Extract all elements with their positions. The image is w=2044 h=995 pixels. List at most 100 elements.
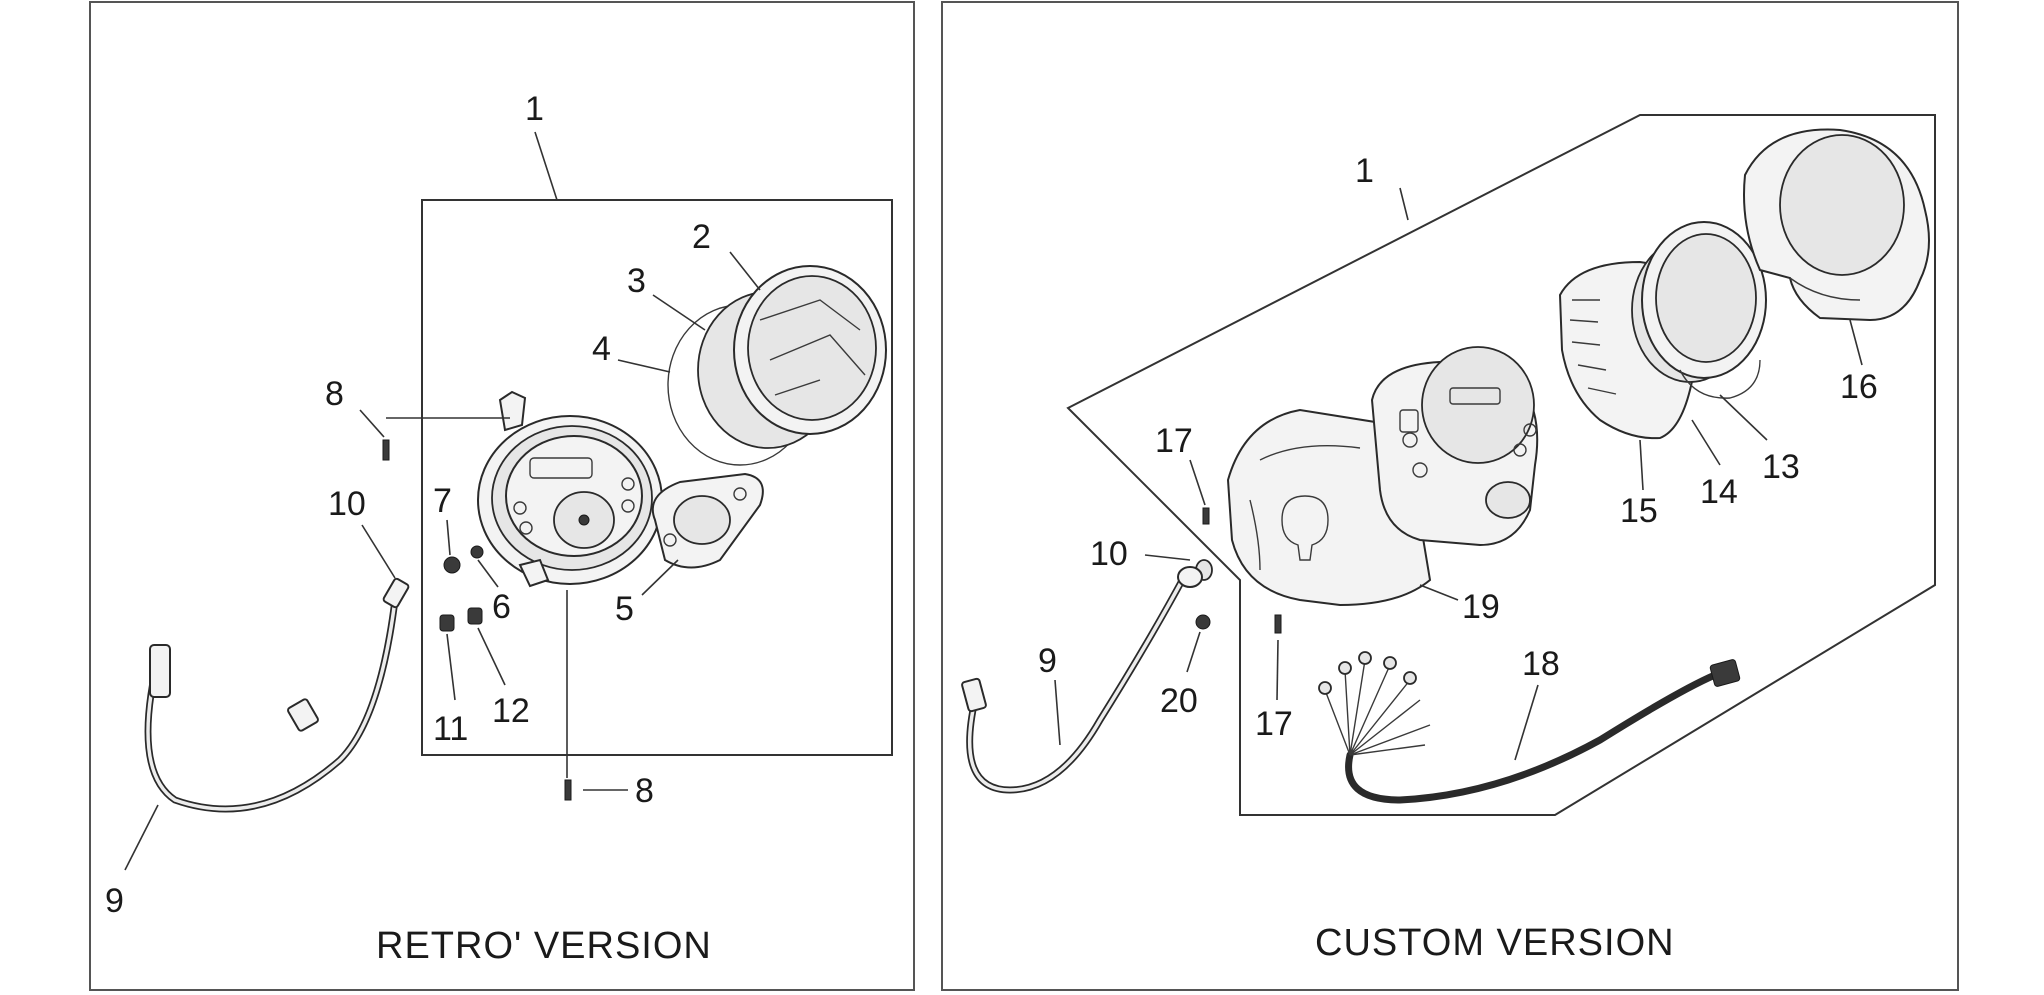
harness-terminal-2	[1338, 661, 1352, 675]
speedometer-cable-custom-core	[967, 573, 1187, 792]
assembly-frame-1	[421, 199, 893, 756]
indicator-lamp-b	[1412, 462, 1428, 478]
callout-3: 3	[627, 262, 646, 300]
leader-13	[1719, 394, 1768, 441]
leader-15	[1639, 439, 1644, 491]
callout-10: 10	[328, 485, 366, 523]
rear-cover-keyhole	[1281, 495, 1329, 561]
leader-17-bottom	[1276, 639, 1279, 701]
callout-8-top: 8	[325, 375, 344, 413]
indicator-lamp-a	[1402, 432, 1418, 448]
callout-16: 16	[1840, 368, 1878, 406]
cable-end-fitting	[149, 644, 171, 698]
leader-9-right	[1054, 679, 1061, 746]
indicator-lamp-c	[1513, 443, 1527, 457]
glass-lens	[747, 275, 877, 421]
mounting-plate-bolt-hole-2	[733, 487, 747, 501]
panel-custom-version: 1 9 10 13 14 15 16 17 17 18 19 20 CUSTOM…	[941, 1, 1959, 991]
leader-14	[1691, 419, 1721, 466]
leader-7	[446, 519, 451, 556]
indicator-lamp-d	[1523, 423, 1537, 437]
lens-reflection	[759, 299, 866, 396]
leader-17-top	[1189, 459, 1206, 506]
speedometer-assembly	[477, 390, 663, 588]
callout-7: 7	[433, 482, 452, 520]
leader-18	[1514, 684, 1539, 761]
leader-9	[124, 804, 159, 871]
instrument-bracket	[498, 390, 527, 432]
bulb-socket-11	[439, 614, 455, 632]
outer-cover-16-opening	[1779, 134, 1905, 276]
leader-10	[361, 524, 396, 579]
harness-terminal-5	[1403, 671, 1417, 685]
leader-1	[534, 131, 558, 201]
bulb-socket-12	[467, 607, 483, 625]
warning-lamp-3	[621, 477, 635, 491]
shroud-slots	[1569, 299, 1617, 395]
callout-10-right: 10	[1090, 535, 1128, 573]
cable-top-fitting-10	[382, 577, 410, 609]
callout-1: 1	[525, 90, 544, 128]
gauge-needle-hub	[578, 514, 590, 526]
rear-cover-rib	[1249, 445, 1361, 571]
callout-4: 4	[592, 330, 611, 368]
warning-lamp-2	[519, 521, 533, 535]
odometer-window-custom	[1449, 387, 1501, 405]
leader-6	[477, 559, 499, 588]
wiring-harness-18	[1345, 671, 1719, 804]
harness-wires	[1324, 659, 1431, 756]
screw-17-bottom	[1274, 614, 1282, 634]
warning-lamp-4	[621, 499, 635, 513]
mounting-plate-hole	[673, 495, 731, 545]
callout-13: 13	[1762, 448, 1800, 486]
speedometer-dial-custom	[1421, 346, 1535, 464]
nut-7	[443, 556, 461, 574]
callout-1-right: 1	[1355, 152, 1374, 190]
callout-11: 11	[433, 710, 468, 748]
harness-connector	[1709, 659, 1741, 687]
callout-8-bottom: 8	[635, 772, 654, 810]
leader-8-top	[359, 409, 385, 438]
leader-19	[1419, 584, 1459, 601]
panel-title-custom: CUSTOM VERSION	[1315, 922, 1675, 964]
callout-9-right: 9	[1038, 642, 1057, 680]
callout-14: 14	[1700, 473, 1738, 511]
mounting-plate-bolt-hole-1	[663, 533, 677, 547]
callout-12: 12	[492, 692, 530, 730]
screw-8-top	[382, 439, 390, 461]
leader-2	[729, 251, 761, 291]
leader-20	[1186, 631, 1201, 673]
speedometer-cable-core	[146, 598, 397, 811]
bulb-6	[470, 545, 484, 559]
cable-fitting-custom	[1177, 566, 1203, 588]
cable-end-custom	[961, 677, 987, 713]
bezel-13-lens	[1655, 233, 1757, 363]
fuel-gauge-custom	[1485, 481, 1531, 519]
harness-terminal-3	[1358, 651, 1372, 665]
callout-5: 5	[615, 590, 634, 628]
leader-1-right	[1399, 187, 1409, 221]
outer-cover-16-tab	[1789, 277, 1861, 301]
callout-17-top: 17	[1155, 422, 1193, 460]
screw-8-bottom	[564, 779, 572, 801]
callout-6: 6	[492, 588, 511, 626]
harness-terminal-1	[1318, 681, 1332, 695]
leader-4	[617, 359, 671, 373]
callout-15: 15	[1620, 492, 1658, 530]
leader-5	[641, 559, 679, 596]
callout-2: 2	[692, 218, 711, 256]
callout-18: 18	[1522, 645, 1560, 683]
leader-3	[652, 294, 706, 331]
cable-ferrule	[287, 698, 319, 732]
indicator-lamp-e	[1399, 409, 1419, 433]
housing-mount-lug	[518, 558, 550, 588]
bezel-13-lobe	[1679, 359, 1761, 399]
screw-17-top	[1202, 507, 1210, 525]
leader-10-right	[1144, 554, 1191, 561]
assembly-frame-1	[1066, 114, 1936, 816]
callout-19: 19	[1462, 588, 1500, 626]
panel-retro-version: 1 2 3 4 5 6 7 8 8 9 10 11 12 RETRO' VERS…	[89, 1, 915, 991]
warning-lamp-1	[513, 501, 527, 515]
nut-20	[1195, 614, 1211, 630]
